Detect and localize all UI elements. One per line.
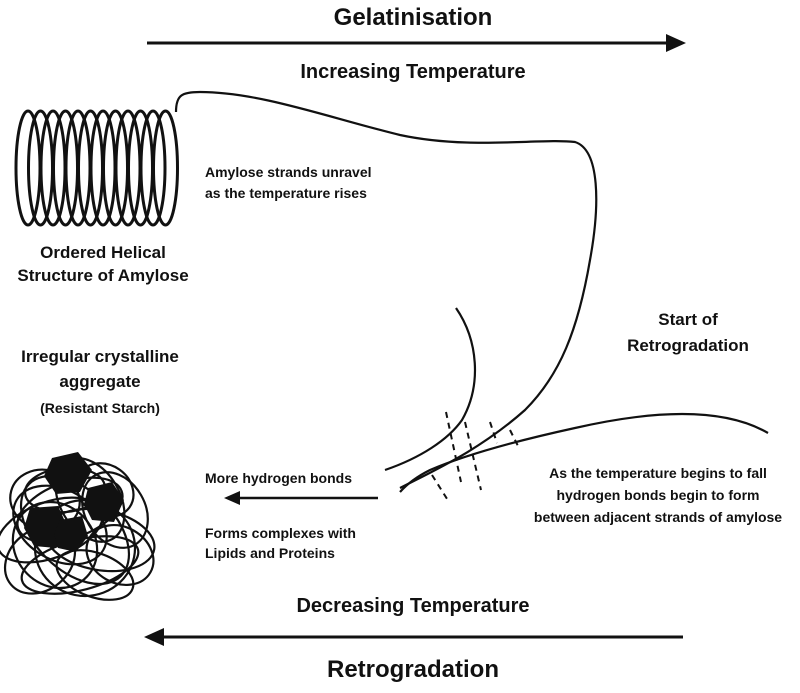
gelatinisation-arrow <box>147 34 686 52</box>
complex-label-line2: Lipids and Proteins <box>205 545 335 561</box>
strand-two <box>384 307 477 472</box>
unravel-label-line2: as the temperature rises <box>205 185 367 201</box>
strand-three <box>399 412 769 493</box>
amylose-helix-icon <box>14 109 179 227</box>
retro-start-line1: Start of <box>658 310 718 329</box>
helix-loop <box>152 109 179 227</box>
hydrogen-bond-dashes <box>431 411 519 503</box>
hydrogen-bond-arrow <box>224 491 378 505</box>
aggregate-label-line1: Irregular crystalline <box>21 347 179 366</box>
aggregate-label-line2: aggregate <box>59 372 141 391</box>
crystalline-region <box>54 516 88 552</box>
unravelled-strand <box>174 90 598 489</box>
crystalline-aggregate-icon <box>0 452 156 601</box>
decreasing-temperature-label: Decreasing Temperature <box>296 595 530 617</box>
fall-label-line1: As the temperature begins to fall <box>549 465 767 481</box>
crystalline-region <box>84 482 124 522</box>
fall-label-line2: hydrogen bonds begin to form <box>556 487 760 503</box>
complex-label-line1: Forms complexes with <box>205 525 356 541</box>
retro-start-line2: Retrogradation <box>627 336 749 355</box>
fall-label-line3: between adjacent strands of amylose <box>533 509 783 525</box>
increasing-temperature-label: Increasing Temperature <box>300 61 526 83</box>
unravel-label-line1: Amylose strands unravel <box>205 164 372 180</box>
helix-label-line2: Structure of Amylose <box>17 266 189 285</box>
crystalline-region <box>44 452 92 494</box>
aggregate-label-line3: (Resistant Starch) <box>40 400 160 416</box>
more-hydrogen-bonds-label: More hydrogen bonds <box>205 470 352 486</box>
retrogradation-arrow <box>144 628 683 646</box>
gelatinisation-title: Gelatinisation <box>333 4 493 31</box>
helix-label-line1: Ordered Helical <box>40 243 166 262</box>
retrogradation-title: Retrogradation <box>326 656 500 683</box>
helix-loop <box>139 109 167 227</box>
